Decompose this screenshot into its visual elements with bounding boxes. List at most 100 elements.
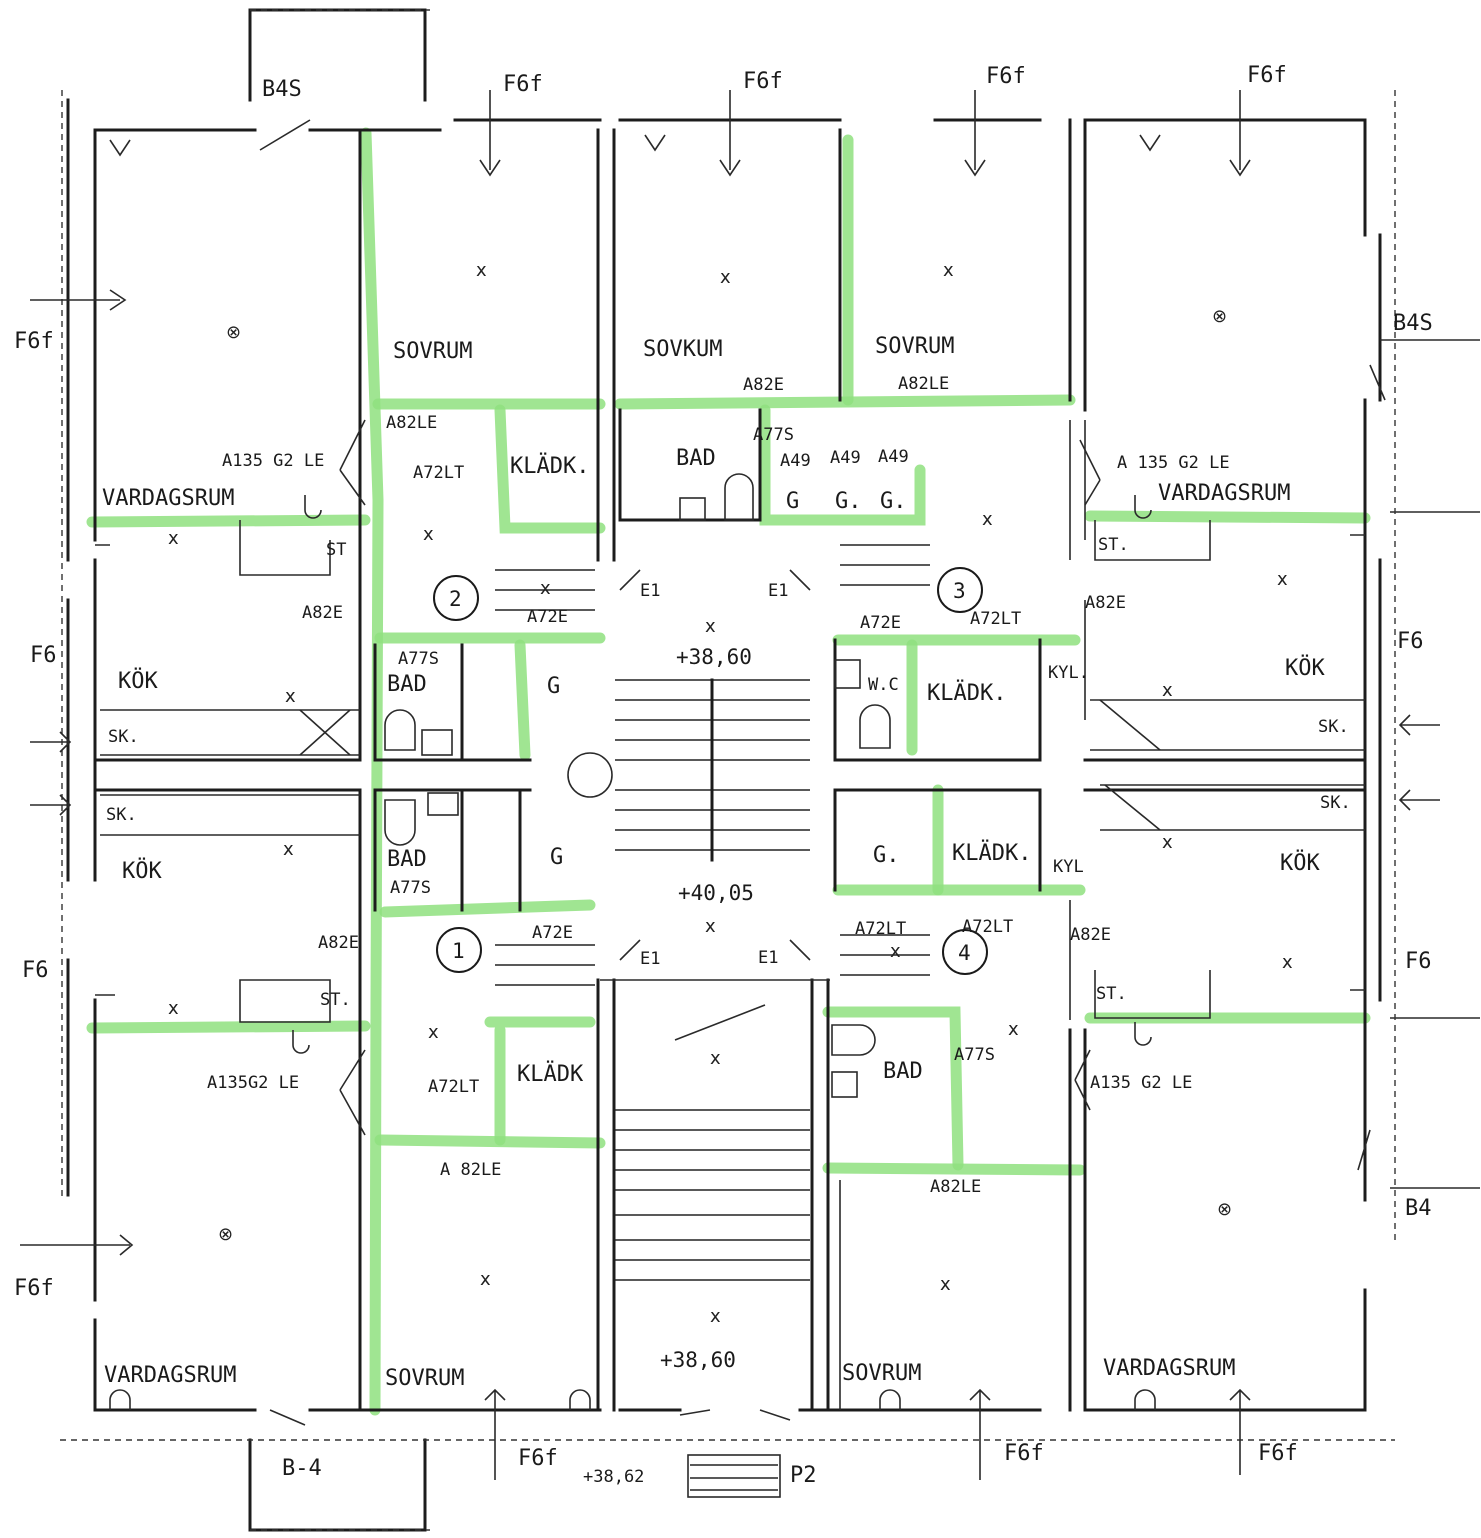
room-label-sovrum: SOVRUM xyxy=(385,1366,464,1391)
svg-text:⊗: ⊗ xyxy=(1212,306,1227,327)
room-label-g: G. xyxy=(873,843,900,868)
code-label: A72LT xyxy=(962,917,1013,937)
code-label: F6 xyxy=(30,643,57,668)
code-label: A49 xyxy=(830,448,861,468)
room-labels: SOVRUM SOVKUM SOVRUM SOVRUM SOVRUM VARDA… xyxy=(102,334,1325,1391)
code-label: B-4 xyxy=(282,1456,322,1481)
svg-text:x: x xyxy=(710,1048,721,1069)
interior-walls xyxy=(93,118,1367,1412)
code-label: SK. xyxy=(106,805,137,825)
code-label: A82E xyxy=(1085,593,1126,613)
room-label-g: G. xyxy=(880,489,907,514)
room-label-kok: KÖK xyxy=(118,668,158,694)
svg-text:x: x xyxy=(168,528,179,549)
code-label: A 135 G2 LE xyxy=(1117,453,1230,473)
code-label: F6f xyxy=(743,69,783,94)
room-label-kladk: KLÄDK. xyxy=(510,453,589,479)
room-label-vardagsrum: VARDAGSRUM xyxy=(102,486,234,511)
room-label-vardagsrum: VARDAGSRUM xyxy=(1158,481,1290,506)
level-markers: +38,60 +40,05 +38,60 +38,62 xyxy=(583,645,754,1487)
code-label: F6f xyxy=(1004,1441,1044,1466)
component-codes: B4S B4S B-4 B4 F6f F6f F6f F6f F6f F6f F… xyxy=(14,63,1433,1488)
stairs-lower xyxy=(615,1109,810,1498)
svg-text:x: x xyxy=(1282,952,1293,973)
code-label: A77S xyxy=(398,649,439,669)
code-label: F6 xyxy=(1405,949,1432,974)
svg-text:x: x xyxy=(705,916,716,937)
code-label: F6f xyxy=(1258,1441,1298,1466)
apartment-2-number: 2 xyxy=(449,587,462,611)
svg-text:x: x xyxy=(168,998,179,1019)
code-label: ST xyxy=(326,540,346,560)
apartment-markers: 2 3 1 4 xyxy=(433,567,988,975)
room-label-bad: BAD xyxy=(387,847,427,872)
code-label: A82LE xyxy=(386,413,437,433)
code-label: A77S xyxy=(390,878,431,898)
code-label: A82E xyxy=(743,375,784,395)
code-label: A135 G2 LE xyxy=(1090,1073,1192,1093)
level-label: +38,60 xyxy=(676,645,752,669)
room-label-vardagsrum: VARDAGSRUM xyxy=(104,1363,236,1388)
room-label-bad: BAD xyxy=(883,1059,923,1084)
room-label-kok: KÖK xyxy=(122,858,162,884)
room-label-wc: W.C xyxy=(868,675,899,695)
code-label: SK. xyxy=(1318,717,1349,737)
code-label: F6f xyxy=(503,72,543,97)
code-label: P2 xyxy=(790,1463,817,1488)
level-label: +40,05 xyxy=(678,881,754,905)
guide-lines xyxy=(60,9,1396,1531)
code-label: A135 G2 LE xyxy=(222,451,324,471)
svg-text:⊗: ⊗ xyxy=(218,1224,233,1245)
svg-text:x: x xyxy=(476,260,487,281)
svg-text:⊗: ⊗ xyxy=(1217,1199,1232,1220)
room-label-kyl: KYL xyxy=(1053,857,1084,877)
room-label-sovrum: SOVKUM xyxy=(643,337,722,362)
code-label: A72E xyxy=(532,923,573,943)
svg-text:x: x xyxy=(540,578,551,599)
svg-text:x: x xyxy=(283,839,294,860)
stairs-upper xyxy=(495,544,930,986)
apartment-3-number: 3 xyxy=(953,579,966,603)
code-label: E1 xyxy=(768,581,788,601)
code-label: A72LT xyxy=(413,463,464,483)
light-markers: x x x ⊗ ⊗ x x x x x x x x x x x x x x x … xyxy=(168,260,1293,1327)
code-label: A82LE xyxy=(930,1177,981,1197)
room-label-sovrum: SOVRUM xyxy=(842,1361,921,1386)
code-label: A72E xyxy=(527,607,568,627)
code-label: A72LT xyxy=(970,609,1021,629)
level-label: +38,60 xyxy=(660,1348,736,1372)
svg-text:⊗: ⊗ xyxy=(226,322,241,343)
door-swings xyxy=(259,119,1386,1426)
svg-text:x: x xyxy=(720,267,731,288)
code-label: A135G2 LE xyxy=(207,1073,299,1093)
room-label-kok: KÖK xyxy=(1280,850,1320,876)
svg-text:x: x xyxy=(710,1306,721,1327)
svg-text:x: x xyxy=(890,941,901,962)
apartment-4-number: 4 xyxy=(958,941,971,965)
room-label-kyl: KYL. xyxy=(1048,663,1089,683)
svg-text:x: x xyxy=(943,260,954,281)
svg-text:x: x xyxy=(285,686,296,707)
svg-text:x: x xyxy=(1277,569,1288,590)
svg-text:x: x xyxy=(428,1022,439,1043)
code-label: A77S xyxy=(954,1045,995,1065)
bathroom-fixtures xyxy=(384,473,891,1098)
svg-text:x: x xyxy=(1008,1019,1019,1040)
code-label: A82E xyxy=(1070,925,1111,945)
code-label: ST. xyxy=(320,990,351,1010)
room-label-sovrum: SOVRUM xyxy=(393,339,472,364)
code-label: A49 xyxy=(878,447,909,467)
apartment-1-number: 1 xyxy=(452,939,465,963)
room-label-kok: KÖK xyxy=(1285,655,1325,681)
code-label: F6f xyxy=(14,1276,54,1301)
code-label: B4S xyxy=(1393,311,1433,336)
code-label: F6f xyxy=(986,64,1026,89)
code-label: ST. xyxy=(1096,984,1127,1004)
code-label: A77S xyxy=(753,425,794,445)
level-label: +38,62 xyxy=(583,1467,644,1487)
code-label: ST. xyxy=(1098,535,1129,555)
code-label: A72LT xyxy=(428,1077,479,1097)
code-label: A49 xyxy=(780,451,811,471)
room-label-g: G xyxy=(786,489,799,514)
